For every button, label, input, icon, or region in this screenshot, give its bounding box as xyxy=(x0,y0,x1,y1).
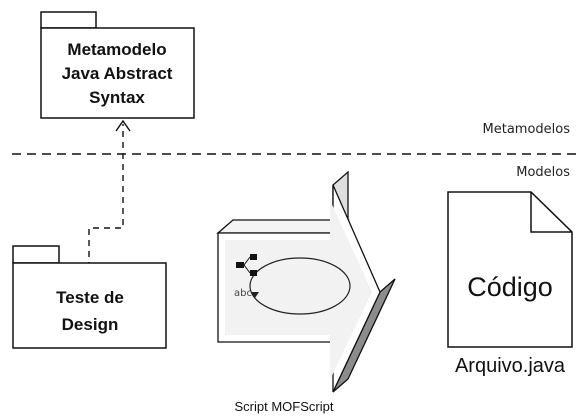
design-test-package-line-2: Design xyxy=(62,315,119,334)
transformation-caption: Script MOFScript xyxy=(235,399,334,414)
hierarchy-icon xyxy=(236,254,257,276)
design-test-package-body xyxy=(12,262,167,349)
layer-label-metamodelos: Metamodelos xyxy=(483,122,571,137)
transformation-arrow-inner-shade xyxy=(225,200,372,380)
output-file-name: Arquivo.java xyxy=(455,355,566,377)
metamodel-package-tab xyxy=(40,11,97,29)
abc-text-icon: abc xyxy=(234,288,252,299)
metamodel-package-line-1: Metamodelo xyxy=(67,40,166,59)
dependency-arrowhead-icon xyxy=(115,119,131,132)
metamodel-package-body xyxy=(40,27,195,119)
design-test-package: Teste de Design xyxy=(12,245,167,349)
layer-label-modelos: Modelos xyxy=(516,165,570,180)
metamodel-package-line-3: Syntax xyxy=(89,88,145,107)
transformation-cycle-ellipse xyxy=(249,257,351,315)
output-file-content: Código xyxy=(467,272,553,302)
output-file-icon: Código xyxy=(447,191,573,348)
dependency-dashed-line xyxy=(88,124,124,268)
metamodel-package-line-2: Java Abstract xyxy=(62,64,173,83)
output-file-fold xyxy=(530,192,572,233)
design-test-package-tab xyxy=(12,245,60,264)
transformation-arrow-top-face xyxy=(216,219,350,234)
metamodel-package: Metamodelo Java Abstract Syntax xyxy=(40,11,195,119)
transformation-arrow: abc xyxy=(216,170,396,393)
transformation-cycle-arrow-icon xyxy=(251,292,259,298)
conformance-dependency-arrow xyxy=(88,119,131,268)
design-test-package-line-1: Teste de xyxy=(56,288,124,307)
output-file-body xyxy=(447,191,573,348)
